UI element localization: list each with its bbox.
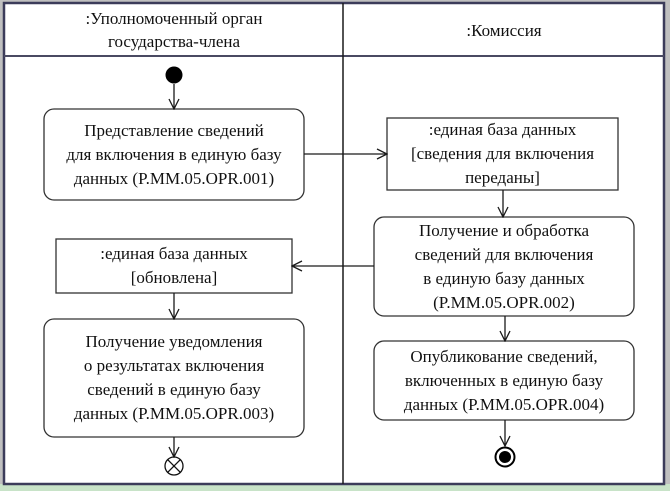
activity-final-node <box>494 446 516 468</box>
lane-header-line: государства-члена <box>107 32 241 51</box>
label-line: сведений для включения <box>414 244 594 264</box>
label-line: :единая база данных <box>428 120 577 139</box>
label-line: сведений в единую базу <box>87 380 261 399</box>
label-line: данных (P.MM.05.OPR.001) <box>73 168 275 188</box>
label-line: переданы] <box>465 168 540 187</box>
action-label-opr003: Получение уведомления о результатах вклю… <box>44 319 304 437</box>
flow-final-node <box>164 456 184 476</box>
window-edge-top <box>0 0 670 2</box>
label-line: включенных в единую базу <box>404 370 604 390</box>
lane-header-line: :Комиссия <box>466 20 542 40</box>
lane-header-line: :Уполномоченный орган <box>85 9 263 28</box>
lane-header-member-state: :Уполномоченный орган государства-члена <box>6 6 342 54</box>
action-label-opr001: Представление сведений для включения в е… <box>44 109 304 200</box>
label-line: Получение уведомления <box>85 332 263 351</box>
window-edge-right <box>665 0 670 484</box>
swimlane-frame <box>2 1 666 486</box>
action-label-opr002: Получение и обработка сведений для включ… <box>374 217 634 316</box>
label-line: в единую базу данных <box>423 268 585 288</box>
window-edge-left <box>0 0 3 484</box>
label-line: [сведения для включения <box>410 144 595 163</box>
object-label-data-transferred: :единая база данных [сведения для включе… <box>387 118 618 190</box>
label-line: Опубликование сведений, <box>410 346 598 366</box>
label-line: данных (P.MM.05.OPR.004) <box>403 394 605 414</box>
label-line: о результатах включения <box>83 356 265 375</box>
label-line: Получение и обработка <box>418 220 590 240</box>
label-line: для включения в единую базу <box>66 144 282 164</box>
initial-node <box>165 66 183 84</box>
label-line: данных (P.MM.05.OPR.003) <box>73 404 275 423</box>
label-line: [обновлена] <box>130 268 218 287</box>
label-line: Представление сведений <box>84 120 264 140</box>
label-line: :единая база данных <box>100 244 248 263</box>
action-label-opr004: Опубликование сведений, включенных в еди… <box>374 341 634 420</box>
lane-header-commission: :Комиссия <box>345 6 663 54</box>
label-line: (P.MM.05.OPR.002) <box>433 292 575 312</box>
object-label-db-updated: :единая база данных [обновлена] <box>56 239 292 293</box>
